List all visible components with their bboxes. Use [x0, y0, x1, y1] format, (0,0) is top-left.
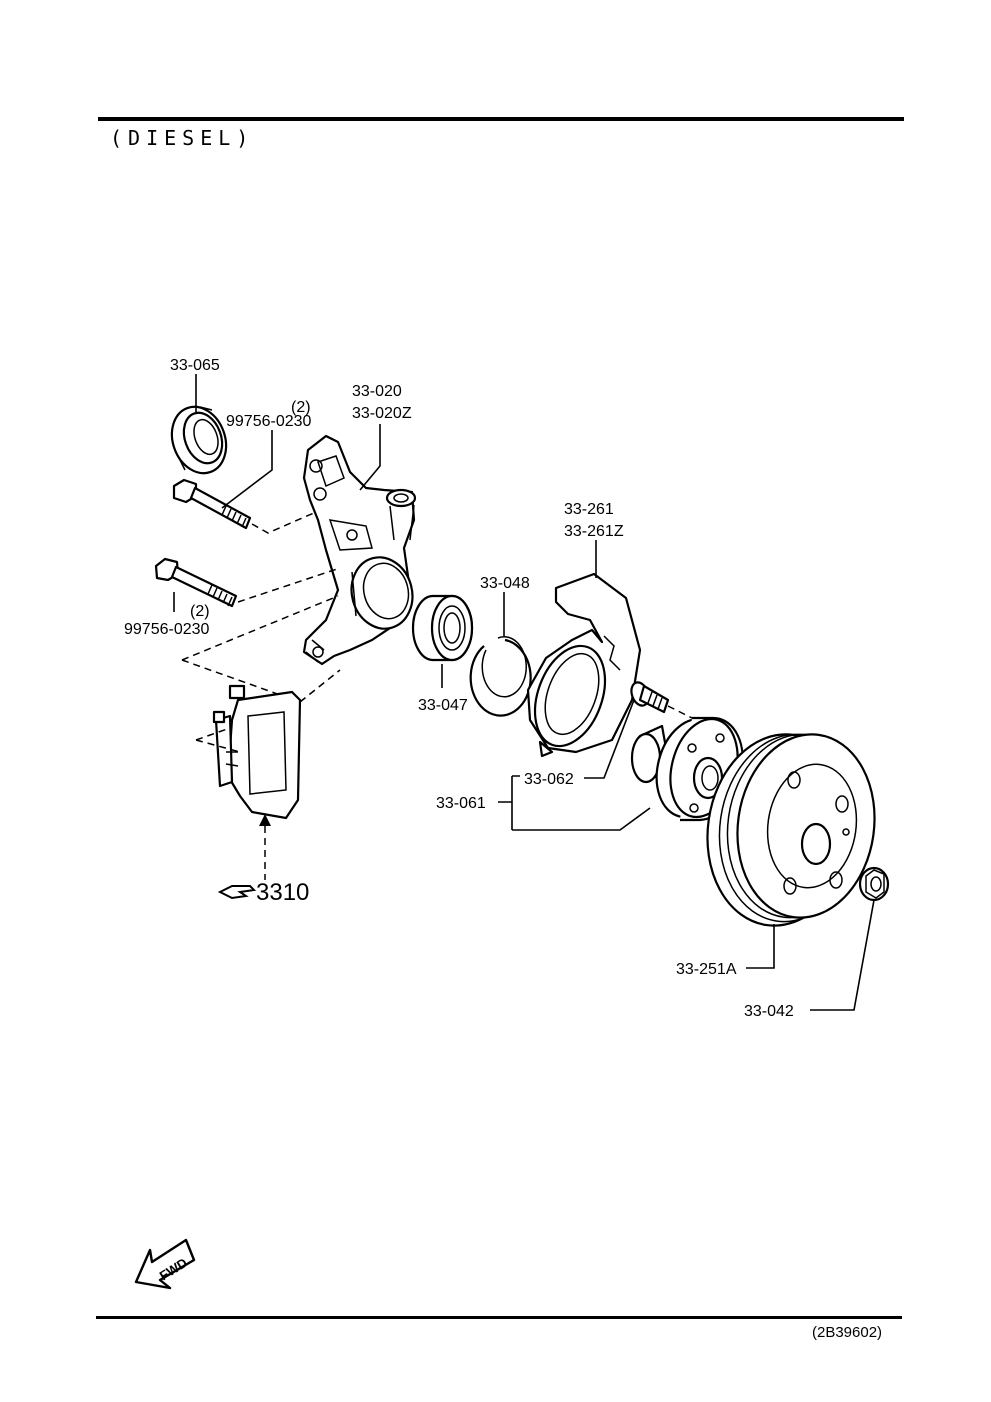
- callout-lower-bolt: 99756-0230: [124, 621, 210, 638]
- leader-hub: [498, 775, 651, 831]
- upper-bolt[interactable]: [172, 478, 252, 530]
- top-rule: [98, 117, 904, 121]
- callout-brake-disc: 33-251A: [676, 961, 737, 978]
- oil-seal[interactable]: [163, 399, 235, 481]
- callout-upper-bolt-qty: (2): [291, 399, 311, 416]
- hub-bolt[interactable]: [628, 680, 670, 714]
- leader-hub-bolt: [584, 699, 635, 779]
- caliper-ref-arrowhead: [259, 814, 271, 826]
- hub-nut[interactable]: [858, 866, 890, 902]
- callout-knuckle-2: 33-020Z: [352, 405, 412, 422]
- callout-dust-cover-2: 33-261Z: [564, 523, 624, 540]
- callout-upper-bolt: 99756-0230: [226, 413, 312, 430]
- callout-snap-ring: 33-048: [480, 575, 530, 592]
- callout-knuckle-1: 33-020: [352, 383, 402, 400]
- snap-ring[interactable]: [469, 636, 532, 717]
- leader-knuckle: [359, 424, 381, 491]
- leader-brake-disc: [746, 924, 775, 969]
- callout-oil-seal: 33-065: [170, 357, 220, 374]
- hub-bolt-guide: [667, 705, 693, 719]
- callout-hub-assembly: 33-061: [436, 795, 486, 812]
- pointing-hand-icon: [217, 885, 257, 900]
- dust-cover[interactable]: [522, 572, 642, 758]
- drawing-code: (2B39602): [812, 1324, 883, 1341]
- upper-bolt-guide: [251, 511, 317, 534]
- variant-label: (DIESEL): [110, 126, 255, 150]
- brake-disc[interactable]: [695, 725, 886, 935]
- bottom-rule: [96, 1316, 902, 1319]
- caliper-reference[interactable]: 3310: [217, 879, 309, 906]
- fwd-arrow-icon: FWD: [134, 1238, 196, 1290]
- callout-bearing: 33-047: [418, 697, 468, 714]
- leader-hub-nut: [810, 899, 875, 1011]
- lower-bolt[interactable]: [154, 557, 238, 608]
- caliper-bolt-guide: [195, 727, 241, 753]
- callout-dust-cover-1: 33-261: [564, 501, 614, 518]
- callout-hub-nut: 33-042: [744, 1003, 794, 1020]
- caliper-ref-number: 3310: [256, 879, 309, 906]
- steering-knuckle[interactable]: [302, 434, 420, 666]
- brake-caliper[interactable]: [212, 684, 302, 820]
- leader-upper-bolt: [221, 430, 273, 509]
- caliper-guide: [181, 567, 341, 703]
- wheel-bearing[interactable]: [411, 594, 474, 662]
- callout-hub-bolt: 33-062: [524, 771, 574, 788]
- callout-lower-bolt-qty: (2): [190, 603, 210, 620]
